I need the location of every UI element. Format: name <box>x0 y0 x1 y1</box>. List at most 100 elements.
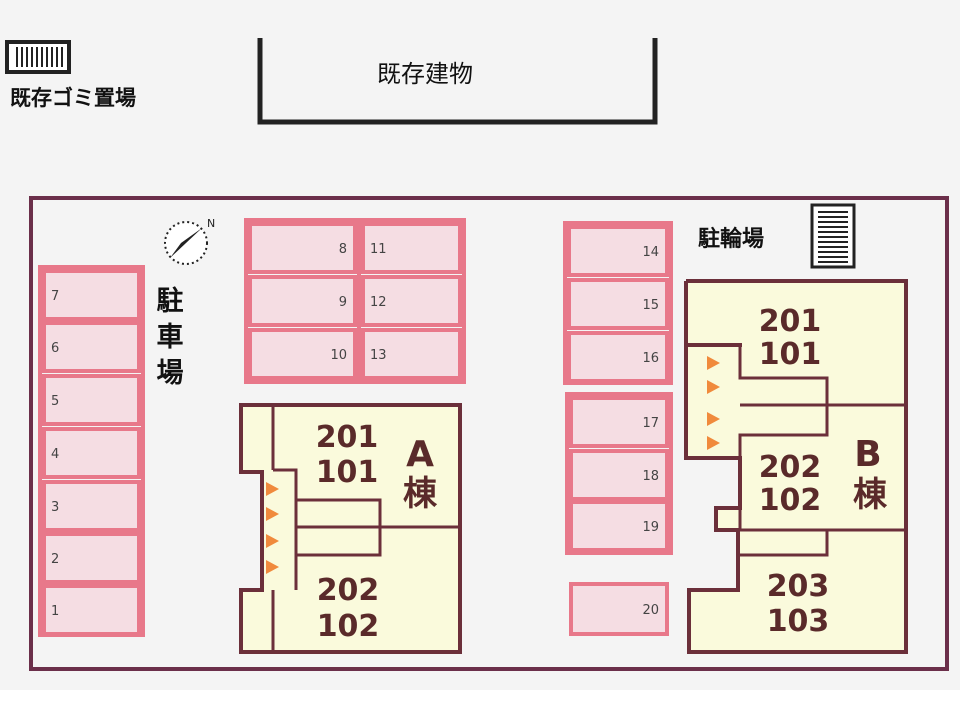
parking-space-number: 4 <box>51 447 59 462</box>
building-b-suffix: 棟 <box>853 475 888 515</box>
parking-space-box <box>567 225 669 277</box>
existing-garbage-station: 既存ゴミ置場 <box>5 40 136 110</box>
garbage-station-label: 既存ゴミ置場 <box>10 86 136 110</box>
parking-space-box <box>569 396 669 448</box>
parking-space: 9 <box>248 275 357 327</box>
parking-column-frame <box>38 265 145 637</box>
parking-space-box <box>361 328 462 380</box>
unit-number: 201 <box>316 420 379 455</box>
building-b: 201 101 202 102 203 103 B 棟 <box>684 279 908 654</box>
parking-space-box <box>569 449 669 501</box>
parking-space: 4 <box>42 427 141 479</box>
parking-space: 14 <box>567 225 669 277</box>
parking-column-frame <box>563 221 673 385</box>
parking-space-box <box>361 222 462 274</box>
parking-column-frame <box>565 392 673 555</box>
compass: N <box>164 217 215 265</box>
entrance-arrow-icon <box>266 560 279 574</box>
parking-space-box <box>569 582 669 636</box>
unit-number: 203 <box>767 569 830 604</box>
parking-space-number: 12 <box>370 295 387 310</box>
unit-number: 202 <box>317 573 380 608</box>
parking-label-char-1: 駐 <box>157 286 184 317</box>
existing-building-outline <box>257 38 658 125</box>
building-b-outline <box>684 279 908 654</box>
parking-space: 15 <box>567 278 669 330</box>
unit-number: 202 <box>759 450 822 485</box>
unit-number: 103 <box>767 604 830 639</box>
parking-space-box <box>248 328 357 380</box>
parking-space-number: 16 <box>642 351 659 366</box>
parking-space-number: 18 <box>642 469 659 484</box>
parking-space-number: 14 <box>642 245 659 260</box>
parking-space-number: 17 <box>642 416 659 431</box>
parking-label: 駐 車 場 <box>157 286 184 389</box>
building-a-letter: A <box>406 434 434 475</box>
parking-space-number: 13 <box>370 348 387 363</box>
parking-column-frame <box>357 218 466 384</box>
compass-north-mark: N <box>207 217 215 230</box>
parking-space: 16 <box>567 331 669 383</box>
parking-space: 13 <box>361 328 462 380</box>
entrance-arrow-icon <box>707 412 720 426</box>
building-a: 201 101 202 102 A 棟 <box>239 403 462 654</box>
unit-number: 201 <box>759 304 822 339</box>
unit-number: 101 <box>316 455 379 490</box>
parking-label-char-2: 車 <box>157 322 184 353</box>
parking-label-char-3: 場 <box>157 358 184 389</box>
parking-space-box <box>42 532 141 584</box>
parking-space-box <box>42 480 141 532</box>
parking-space: 11 <box>361 222 462 274</box>
parking-space-box <box>569 500 669 552</box>
entrance-arrow-icon <box>707 436 720 450</box>
parking-space: 6 <box>42 321 141 373</box>
parking-space: 10 <box>248 328 357 380</box>
building-a-suffix: 棟 <box>403 474 438 514</box>
parking-space: 18 <box>569 449 669 501</box>
entrance-arrow-icon <box>266 507 279 521</box>
parking-space: 7 <box>42 269 141 321</box>
entrance-arrow-icon <box>707 380 720 394</box>
entrance-arrow-icon <box>266 534 279 548</box>
parking-space-number: 15 <box>642 298 659 313</box>
unit-number: 102 <box>759 483 822 518</box>
parking-space-number: 9 <box>339 295 347 310</box>
parking-space-box <box>567 278 669 330</box>
parking-space: 12 <box>361 275 462 327</box>
parking-space-number: 10 <box>330 348 347 363</box>
parking-space-number: 7 <box>51 289 59 304</box>
parking-space-number: 5 <box>51 394 59 409</box>
parking-space: 19 <box>569 500 669 552</box>
entrance-arrow-icon <box>266 482 279 496</box>
parking-space: 8 <box>248 222 357 274</box>
unit-number: 102 <box>317 609 380 644</box>
parking-space-number: 2 <box>51 552 59 567</box>
parking-space-box <box>42 427 141 479</box>
parking-space: 3 <box>42 480 141 532</box>
parking-space: 20 <box>569 582 669 636</box>
parking-space-number: 19 <box>642 520 659 535</box>
existing-building-label: 既存建物 <box>377 60 473 88</box>
parking-space-box <box>42 321 141 373</box>
north-arrow-icon <box>170 228 202 258</box>
existing-building: 既存建物 <box>257 38 658 125</box>
parking-space-number: 6 <box>51 341 59 356</box>
parking-space: 5 <box>42 374 141 426</box>
parking-space-box <box>248 222 357 274</box>
parking-space-number: 8 <box>339 242 347 257</box>
unit-number: 101 <box>759 337 822 372</box>
building-b-letter: B <box>854 434 881 475</box>
bicycle-parking-label: 駐輪場 <box>698 226 764 252</box>
parking-space-number: 11 <box>370 242 387 257</box>
parking-space: 17 <box>569 396 669 448</box>
entrance-arrow-icon <box>707 356 720 370</box>
bicycle-parking: 駐輪場 <box>698 203 856 269</box>
parking-space-number: 1 <box>51 604 59 619</box>
parking-space: 1 <box>42 584 141 636</box>
parking-space-box <box>42 374 141 426</box>
parking-space-number: 20 <box>642 603 659 618</box>
parking-space-number: 3 <box>51 500 59 515</box>
parking-space-box <box>42 269 141 321</box>
